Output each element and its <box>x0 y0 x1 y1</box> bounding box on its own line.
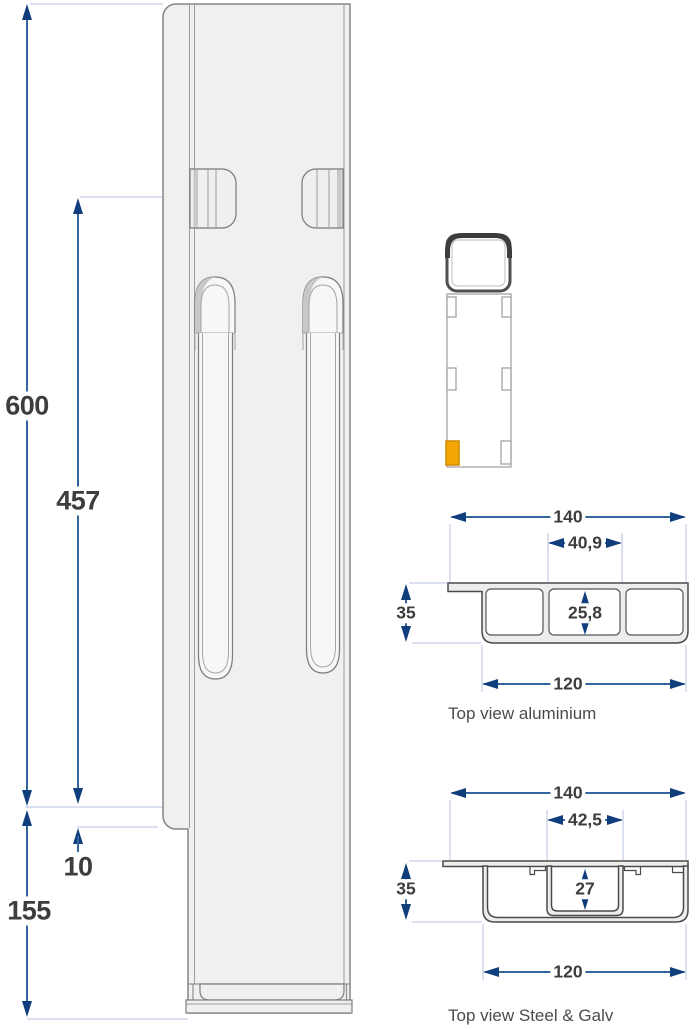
steel-caption: Top view Steel & Galv <box>448 1006 614 1025</box>
truck-wheel <box>446 296 457 318</box>
reference-lines <box>25 3 687 1020</box>
lashing-slot-right <box>302 276 344 674</box>
truck-body <box>446 293 512 468</box>
steel-profile-section <box>442 860 689 923</box>
dim-label-st-140: 140 <box>550 783 586 803</box>
dim-label-al-140: 140 <box>550 507 586 527</box>
dim-label-st-42-5: 42,5 <box>564 810 606 830</box>
dim-label-457: 457 <box>53 486 103 516</box>
truck-wheel <box>446 367 457 391</box>
upper-pocket-left <box>189 168 237 229</box>
post-side-view <box>162 3 353 1014</box>
lashing-slot-left <box>194 276 236 680</box>
truck-wheel <box>501 296 512 318</box>
steel-center-channel <box>546 865 624 917</box>
dim-label-al-40-9: 40,9 <box>564 533 606 553</box>
truck-wheel <box>500 440 512 465</box>
truck-top-view <box>445 233 512 468</box>
dim-label-st-120: 120 <box>550 962 586 982</box>
dim-10 <box>73 828 83 852</box>
dim-label-10: 10 <box>60 852 96 882</box>
aluminium-caption: Top view aluminium <box>448 704 597 723</box>
dim-label-600: 600 <box>2 391 52 421</box>
post-foot <box>185 983 353 1014</box>
dim-label-155: 155 <box>4 896 54 926</box>
dim-label-al-35: 35 <box>393 603 419 623</box>
dim-label-al-25-8: 25,8 <box>564 603 606 623</box>
truck-cab <box>445 233 512 293</box>
upper-pocket-right <box>301 168 344 229</box>
dim-label-st-35: 35 <box>393 879 419 899</box>
truck-wheel <box>501 367 512 391</box>
post-body <box>162 3 351 1014</box>
steel-outer-channel <box>482 865 689 923</box>
dim-label-al-120: 120 <box>550 674 586 694</box>
post-position-highlight <box>445 440 460 466</box>
dim-label-st-27: 27 <box>572 879 598 899</box>
steel-top-plate <box>442 860 689 868</box>
